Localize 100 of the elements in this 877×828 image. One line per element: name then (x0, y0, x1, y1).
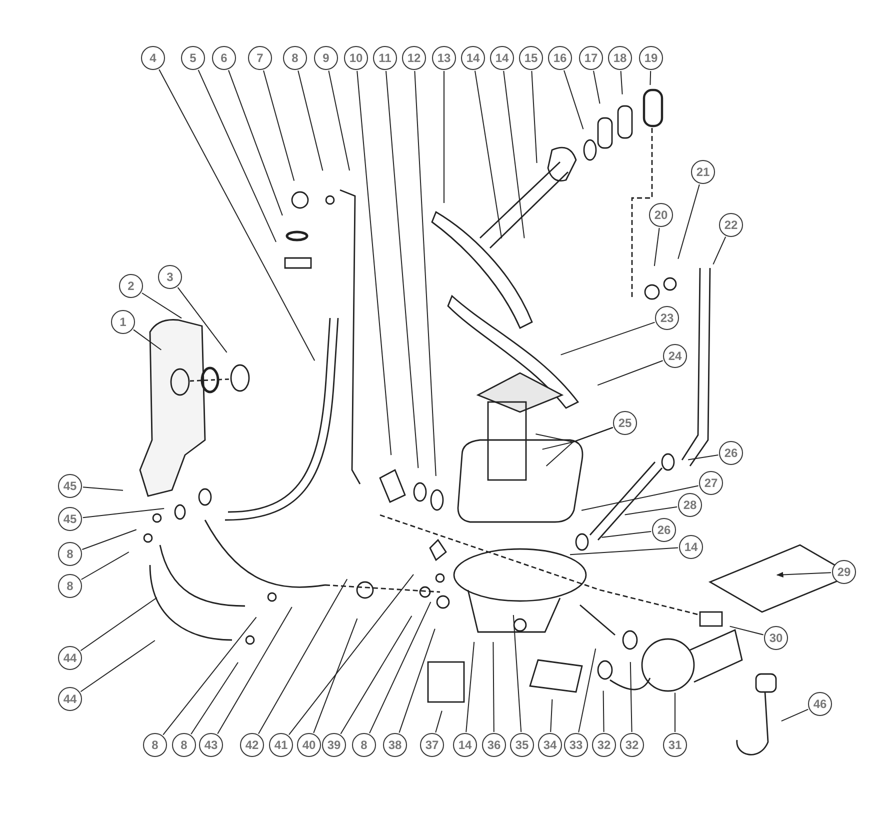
callout-number: 23 (655, 306, 679, 330)
leader-line (80, 597, 158, 652)
leader-line (263, 70, 295, 182)
leader-line (228, 70, 283, 216)
callout-number: 5 (181, 46, 205, 70)
leader-line (217, 606, 292, 734)
leader-line (578, 648, 596, 733)
callout-number: 34 (538, 733, 562, 757)
leader-line (560, 322, 656, 356)
leader-line (80, 552, 130, 580)
leader-line (398, 628, 436, 734)
callout-number: 45 (58, 507, 82, 531)
leader-line (340, 615, 412, 734)
leader-line (550, 698, 553, 732)
leader-line (80, 640, 156, 692)
callout-number: 10 (344, 46, 368, 70)
callout-number: 36 (482, 733, 506, 757)
leader-line (780, 708, 809, 722)
callout-number: 43 (199, 733, 223, 757)
callout-number: 29 (832, 560, 856, 584)
leader-line (630, 662, 632, 732)
leader-line (82, 529, 137, 550)
callout-number: 17 (579, 46, 603, 70)
leader-line (620, 70, 623, 95)
callout-number: 28 (678, 493, 702, 517)
callout-number: 3 (158, 265, 182, 289)
callout-number: 25 (613, 411, 637, 435)
callout-number: 13 (432, 46, 456, 70)
callout-number: 9 (314, 46, 338, 70)
callout-number: 40 (297, 733, 321, 757)
callout-number: 16 (548, 46, 572, 70)
callout-number: 38 (383, 733, 407, 757)
callout-number: 30 (764, 626, 788, 650)
leader-line (678, 184, 700, 260)
callout-number: 45 (58, 474, 82, 498)
callout-number: 2 (119, 274, 143, 298)
leader-line (190, 662, 238, 735)
leader-line (82, 508, 165, 518)
callout-number: 18 (608, 46, 632, 70)
callout-number: 6 (212, 46, 236, 70)
callout-number: 8 (58, 542, 82, 566)
callout-number: 8 (283, 46, 307, 70)
leader-line (158, 69, 316, 362)
leader-line (688, 454, 719, 460)
callout-number: 14 (679, 535, 703, 559)
leader-line (512, 614, 522, 732)
callout-number: 32 (592, 733, 616, 757)
callout-number: 37 (420, 733, 444, 757)
callout-number: 46 (808, 692, 832, 716)
callout-number: 14 (461, 46, 485, 70)
callout-number: 8 (143, 733, 167, 757)
leader-line (650, 70, 652, 86)
leader-line (142, 292, 182, 319)
leader-line (581, 485, 699, 511)
callout-number: 44 (58, 687, 82, 711)
callout-number: 24 (663, 344, 687, 368)
callout-number: 1 (111, 310, 135, 334)
leader-line (503, 70, 525, 239)
leader-line (386, 70, 419, 469)
leader-line (712, 236, 726, 265)
callout-number: 33 (564, 733, 588, 757)
leader-line (624, 506, 678, 516)
leader-line (654, 227, 660, 266)
leader-line (492, 642, 494, 732)
leader-line (133, 329, 162, 350)
callout-number: 44 (58, 646, 82, 670)
callout-number: 27 (699, 471, 723, 495)
leader-line (601, 531, 652, 538)
callout-number: 12 (402, 46, 426, 70)
callout-number: 8 (58, 574, 82, 598)
leader-line (356, 70, 392, 456)
callout-number: 11 (373, 46, 397, 70)
leader-line (328, 70, 350, 171)
callout-number: 26 (719, 441, 743, 465)
callout-number: 20 (649, 203, 673, 227)
callout-number: 31 (663, 733, 687, 757)
callout-number: 8 (352, 733, 376, 757)
leader-line (162, 616, 257, 736)
leader-line (593, 70, 600, 104)
callout-number: 4 (141, 46, 165, 70)
callout-number: 32 (620, 733, 644, 757)
callout-number: 26 (652, 518, 676, 542)
callout-number: 8 (172, 733, 196, 757)
callout-number: 14 (490, 46, 514, 70)
leader-line (674, 692, 676, 732)
callout-number: 42 (240, 733, 264, 757)
callout-number: 22 (719, 213, 743, 237)
leader-line (564, 70, 584, 130)
callout-number: 7 (248, 46, 272, 70)
leader-line (466, 641, 475, 733)
callout-number: 35 (510, 733, 534, 757)
leader-line (288, 574, 414, 736)
callout-number: 21 (691, 160, 715, 184)
leader-line (82, 486, 124, 491)
callout-number: 15 (519, 46, 543, 70)
leader-line (369, 601, 432, 734)
leader-line (546, 427, 614, 466)
leader-line (729, 626, 764, 636)
leader-line (313, 618, 358, 734)
leader-line (531, 70, 538, 164)
